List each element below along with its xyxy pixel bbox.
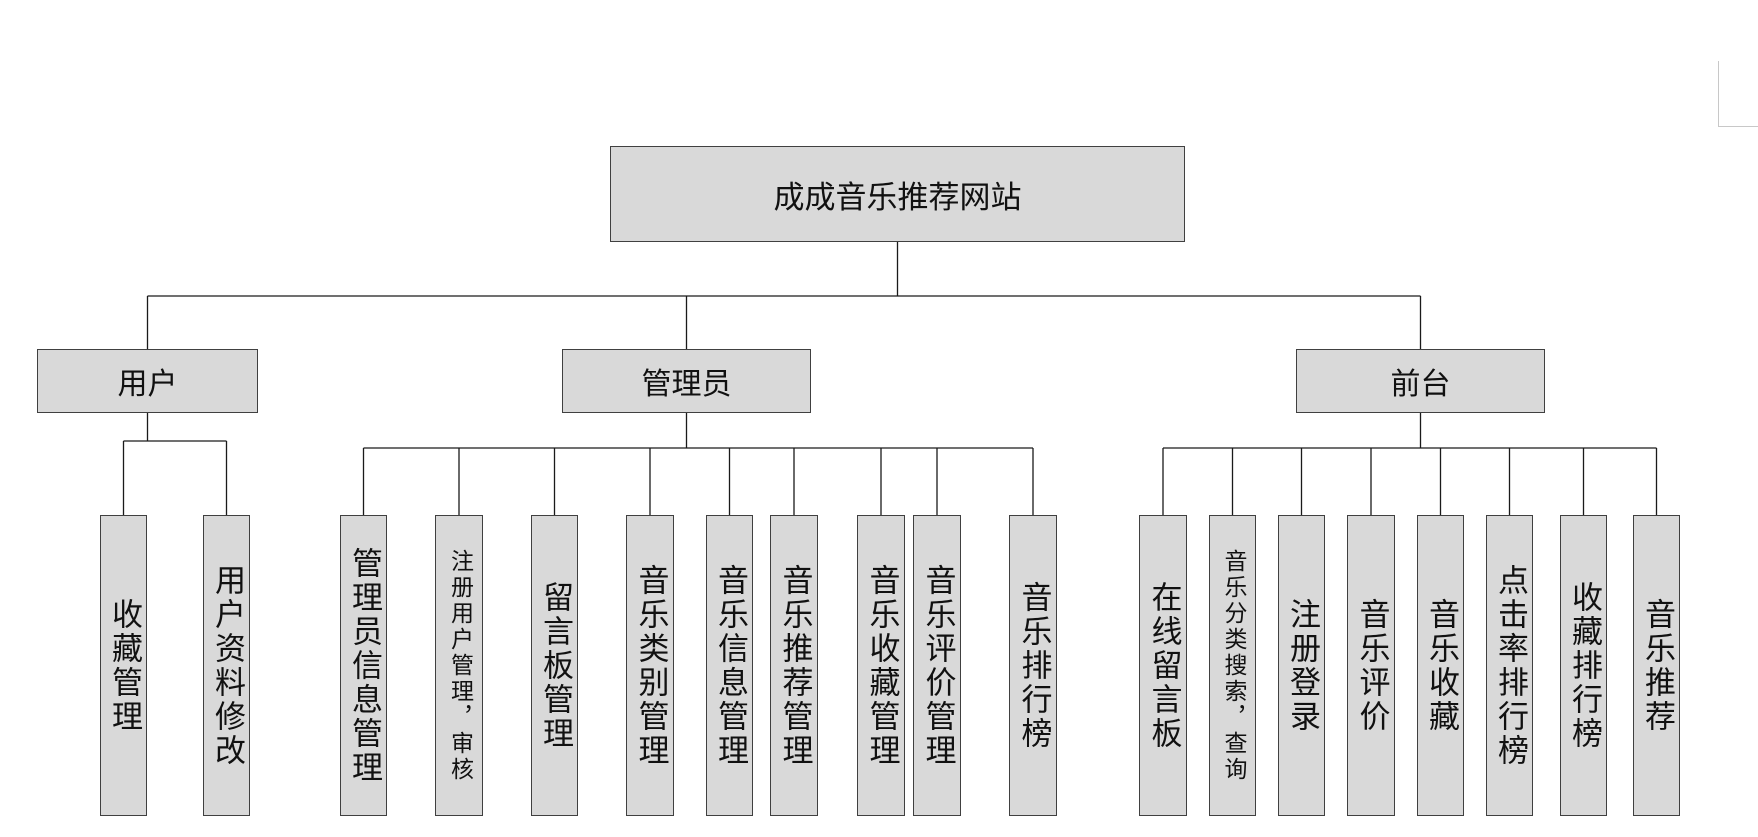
leaf-node: 音乐收藏	[1417, 515, 1464, 816]
leaf-node: 音乐信息管理	[706, 515, 753, 816]
leaf-node: 注册用户管理，审核	[435, 515, 483, 816]
leaf-node-label: 音乐信息管理	[712, 563, 748, 768]
leaf-node: 留言板管理	[531, 515, 578, 816]
root-node: 成成音乐推荐网站	[610, 146, 1185, 242]
leaf-node-label: 音乐排行榜	[1015, 580, 1052, 751]
leaf-node: 音乐评价管理	[913, 515, 961, 816]
leaf-node-label: 在线留言板	[1145, 580, 1182, 751]
leaf-node-label: 音乐分类搜索，查询	[1220, 548, 1246, 783]
leaf-node-label: 音乐评价	[1353, 597, 1390, 734]
leaf-node-label: 用户资料修改	[209, 563, 245, 768]
leaf-node-label: 音乐评价管理	[919, 563, 956, 768]
leaf-node-label: 音乐推荐管理	[776, 563, 813, 768]
leaf-node: 音乐推荐管理	[770, 515, 818, 816]
leaf-node-label: 注册用户管理，审核	[446, 548, 473, 783]
leaf-node-label: 收藏排行榜	[1566, 580, 1602, 751]
leaf-node: 音乐收藏管理	[857, 515, 905, 816]
root-node-label: 成成音乐推荐网站	[773, 179, 1022, 216]
category-node-label: 前台	[1390, 367, 1451, 402]
leaf-node-label: 音乐推荐	[1639, 597, 1675, 734]
leaf-node: 音乐推荐	[1633, 515, 1680, 816]
leaf-node: 收藏排行榜	[1560, 515, 1607, 816]
leaf-node: 音乐分类搜索，查询	[1209, 515, 1256, 816]
leaf-node-label: 音乐收藏管理	[863, 563, 900, 768]
category-node-label: 管理员	[641, 367, 732, 402]
leaf-node-label: 注册登录	[1284, 597, 1320, 734]
category-node: 前台	[1296, 349, 1545, 413]
category-node-label: 用户	[117, 367, 178, 402]
leaf-node: 用户资料修改	[203, 515, 250, 816]
leaf-node: 点击率排行榜	[1486, 515, 1533, 816]
category-node: 管理员	[562, 349, 811, 413]
leaf-node-label: 留言板管理	[537, 580, 573, 751]
leaf-node: 在线留言板	[1139, 515, 1187, 816]
leaf-node-label: 音乐收藏	[1423, 597, 1459, 734]
leaf-node-label: 音乐类别管理	[632, 563, 669, 768]
leaf-node-label: 收藏管理	[106, 597, 142, 734]
leaf-node: 管理员信息管理	[340, 515, 387, 816]
leaf-node: 音乐类别管理	[626, 515, 674, 816]
leaf-node: 注册登录	[1278, 515, 1325, 816]
page-corner-mark	[1718, 61, 1758, 127]
leaf-node: 音乐评价	[1347, 515, 1395, 816]
leaf-node-label: 管理员信息管理	[346, 546, 382, 785]
leaf-node-label: 点击率排行榜	[1492, 563, 1528, 768]
leaf-node: 音乐排行榜	[1009, 515, 1057, 816]
category-node: 用户	[37, 349, 258, 413]
leaf-node: 收藏管理	[100, 515, 147, 816]
